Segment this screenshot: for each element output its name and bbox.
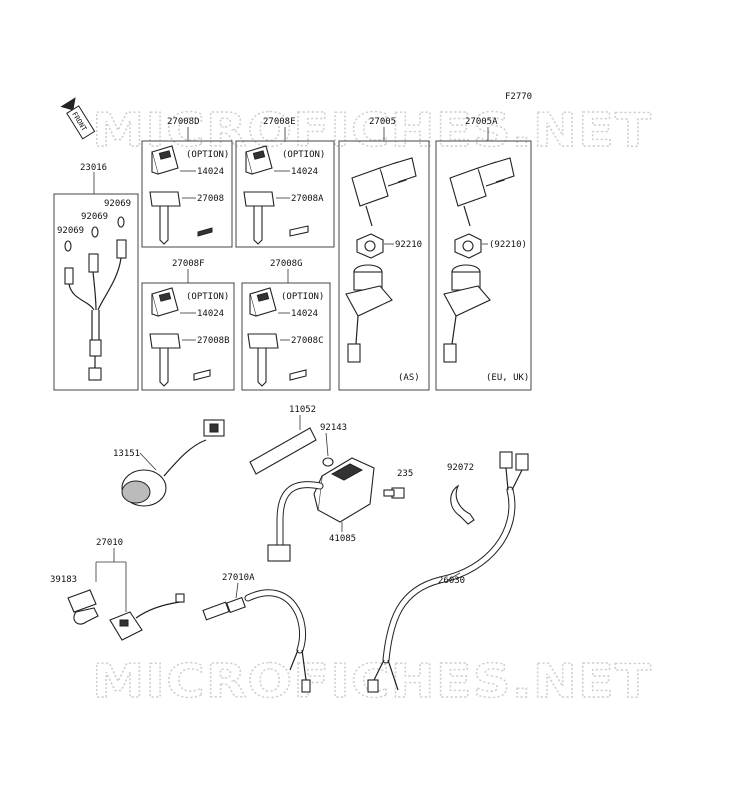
label-23016: 23016 bbox=[80, 163, 107, 173]
box-27008E bbox=[235, 140, 335, 248]
label-27005: 27005 bbox=[369, 117, 396, 127]
key-head-14024-b bbox=[245, 145, 273, 175]
label-92069-b: 92069 bbox=[81, 212, 108, 222]
box-27008D bbox=[141, 140, 233, 248]
harness-26030 bbox=[367, 451, 529, 693]
label-27008D: 27008D bbox=[167, 117, 200, 127]
label-27008G: 27008G bbox=[270, 259, 303, 269]
relay-41085 bbox=[313, 457, 375, 523]
label-26030: 26030 bbox=[438, 576, 465, 586]
label-27010: 27010 bbox=[96, 538, 123, 548]
label-235: 235 bbox=[397, 469, 413, 479]
label-27010A: 27010A bbox=[222, 573, 255, 583]
key-27008C bbox=[247, 333, 279, 387]
option-label-1: (OPTION) bbox=[186, 150, 229, 160]
switch-13151 bbox=[121, 419, 225, 507]
wire-harness-23016 bbox=[64, 216, 127, 381]
ignition-switch-27005 bbox=[345, 157, 417, 363]
label-27008A: 27008A bbox=[291, 194, 324, 204]
key-27008 bbox=[149, 191, 181, 245]
box-27008G bbox=[241, 282, 331, 391]
label-14024-a: 14024 bbox=[197, 167, 224, 177]
front-arrow-icon: FRONT bbox=[60, 97, 96, 140]
label-41085: 41085 bbox=[329, 534, 356, 544]
key-27008B bbox=[149, 333, 181, 387]
key-head-14024-a bbox=[151, 145, 179, 175]
label-11052: 11052 bbox=[289, 405, 316, 415]
label-27008C: 27008C bbox=[291, 336, 324, 346]
label-27008B: 27008B bbox=[197, 336, 230, 346]
watermark-top: MICROFICHES.NET bbox=[92, 103, 652, 157]
label-92069-c: 92069 bbox=[57, 226, 84, 236]
label-as: (AS) bbox=[398, 373, 420, 383]
key-head-14024-d bbox=[249, 287, 277, 317]
label-13151: 13151 bbox=[113, 449, 140, 459]
box-27005 bbox=[338, 140, 430, 391]
label-92210-b: (92210) bbox=[489, 240, 527, 250]
ignition-switch-27005A bbox=[443, 157, 515, 363]
handlebar-switch-27010 bbox=[109, 593, 185, 641]
label-14024-c: 14024 bbox=[197, 309, 224, 319]
label-27008E: 27008E bbox=[263, 117, 296, 127]
figure-code: F2770 bbox=[505, 92, 532, 102]
option-label-3: (OPTION) bbox=[186, 292, 229, 302]
box-23016 bbox=[53, 193, 139, 391]
label-27008: 27008 bbox=[197, 194, 224, 204]
label-14024-b: 14024 bbox=[291, 167, 318, 177]
label-39183: 39183 bbox=[50, 575, 77, 585]
clamp-39183 bbox=[67, 589, 99, 625]
label-92210: 92210 bbox=[395, 240, 422, 250]
label-92069-a: 92069 bbox=[104, 199, 131, 209]
label-27005A: 27005A bbox=[465, 117, 498, 127]
washer-92143 bbox=[322, 457, 334, 467]
option-label-2: (OPTION) bbox=[282, 150, 325, 160]
box-27008F bbox=[141, 282, 235, 391]
label-92143: 92143 bbox=[320, 423, 347, 433]
cable-27010A bbox=[202, 589, 311, 693]
clamp-92072 bbox=[450, 484, 475, 525]
key-head-14024-c bbox=[151, 287, 179, 317]
bolt-235 bbox=[383, 487, 405, 499]
option-label-4: (OPTION) bbox=[281, 292, 324, 302]
label-27008F: 27008F bbox=[172, 259, 205, 269]
label-92072: 92072 bbox=[447, 463, 474, 473]
box-27005A bbox=[435, 140, 532, 391]
label-14024-d: 14024 bbox=[291, 309, 318, 319]
key-27008A bbox=[243, 191, 275, 245]
bracket-11052 bbox=[249, 427, 317, 475]
label-eu-uk: (EU, UK) bbox=[486, 373, 529, 383]
